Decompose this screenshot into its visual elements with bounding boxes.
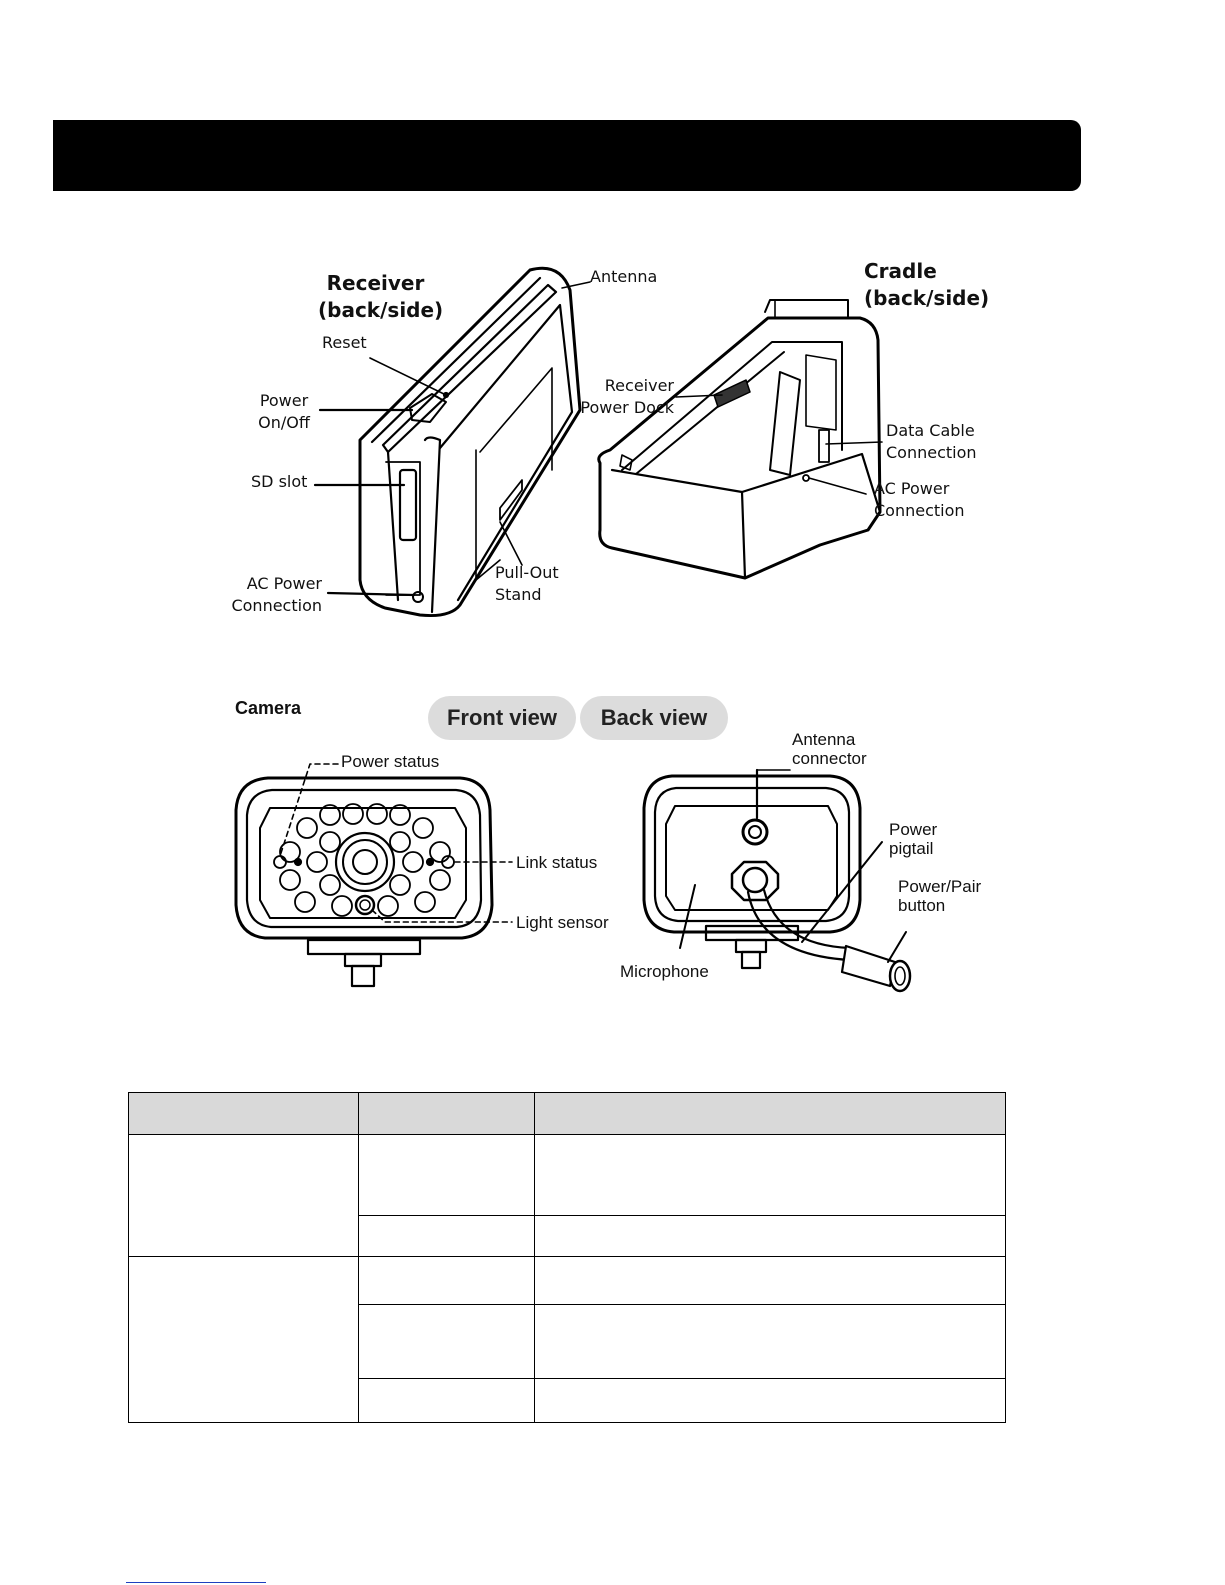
table-row — [129, 1378, 1006, 1423]
sd-slot-label: SD slot — [251, 472, 308, 491]
microphone-label: Microphone — [620, 962, 709, 981]
table-cell — [534, 1304, 1006, 1379]
table-cell — [358, 1256, 535, 1305]
antenna-label: Antenna — [590, 267, 658, 286]
table-row — [129, 1304, 1006, 1379]
antenna-connector-label: Antenna connector — [792, 730, 867, 768]
table-cell — [534, 1215, 1006, 1257]
table-cell — [534, 1134, 1006, 1216]
camera-front-illustration — [234, 763, 513, 988]
table-cell — [534, 1256, 1006, 1305]
table-header-cell — [534, 1092, 1006, 1135]
cradle-ac-power-label: AC Power Connection — [874, 479, 965, 520]
camera-back-illustration — [642, 768, 912, 993]
back-view-tab: Back view — [580, 696, 728, 740]
receiver-title: Receiver (back/side) — [318, 271, 444, 322]
cradle-illustration — [597, 299, 883, 580]
power-on-off-label: Power On/Off — [258, 391, 310, 432]
table-header-cell — [128, 1092, 359, 1135]
power-status-label: Power status — [341, 752, 440, 771]
table-row — [128, 1256, 1006, 1423]
light-sensor-label: Light sensor — [516, 913, 609, 932]
link-status-label: Link status — [516, 853, 598, 872]
table-cell — [358, 1378, 535, 1423]
table-row — [128, 1134, 1006, 1257]
table-header-row — [128, 1092, 1006, 1135]
pull-out-stand-label: Pull-Out Stand — [495, 563, 559, 604]
table-group-cell — [128, 1256, 359, 1423]
data-cable-connection-label: Data Cable Connection — [886, 421, 977, 462]
footer-link-underline[interactable] — [126, 1582, 266, 1583]
table-cell — [358, 1304, 535, 1379]
table-header-cell — [358, 1092, 535, 1135]
table-cell — [358, 1215, 535, 1257]
table-cell — [358, 1134, 535, 1216]
table-cell — [534, 1378, 1006, 1423]
spec-table — [128, 1092, 1006, 1423]
receiver-illustration — [313, 266, 591, 617]
table-group-cell — [128, 1134, 359, 1257]
camera-heading: Camera — [235, 698, 302, 718]
front-view-tab: Front view — [428, 696, 576, 740]
cradle-title: Cradle (back/side) — [864, 259, 990, 310]
reset-label: Reset — [322, 333, 367, 352]
power-pair-button-label: Power/Pair button — [898, 877, 982, 915]
receiver-ac-power-label: AC Power Connection — [231, 574, 322, 615]
section-header-bar — [53, 120, 1081, 191]
receiver-power-dock-label: Receiver Power Dock — [580, 376, 674, 417]
power-pigtail-label: Power pigtail — [889, 820, 938, 858]
